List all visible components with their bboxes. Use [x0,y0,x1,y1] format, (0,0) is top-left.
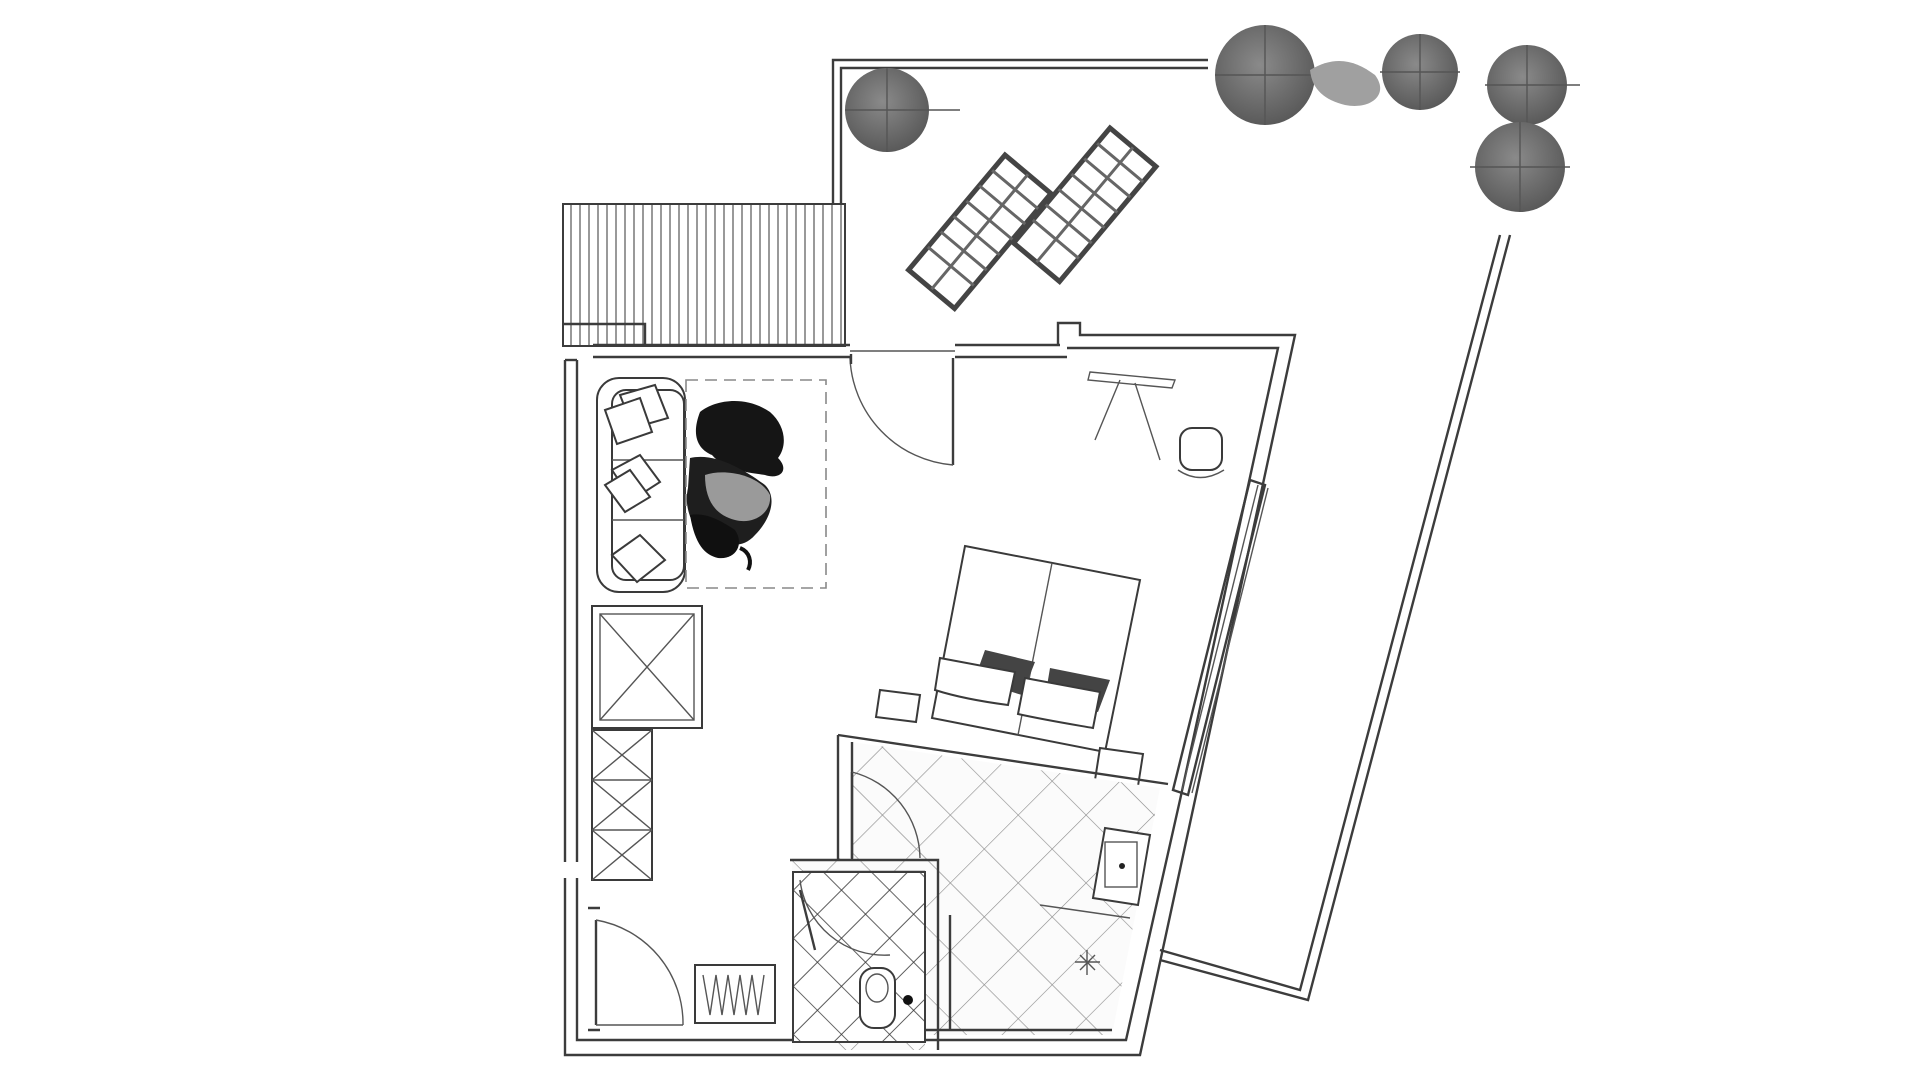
wc-door[interactable] [798,879,891,956]
wardrobe [591,605,703,729]
bathroom-door[interactable] [850,771,921,859]
potted-trees [845,25,1580,212]
double-bed [930,544,1142,754]
terrace-door[interactable] [849,354,955,466]
toilet [859,967,913,1029]
shelving [591,729,653,881]
entrance-door[interactable] [588,906,684,1032]
terrace [831,58,1512,1002]
desk-chair [1177,427,1225,479]
shower-door[interactable] [948,904,1131,1030]
bedside-tables [874,688,1145,788]
balcony-railing [562,203,846,347]
shower-drain [1075,950,1100,975]
desk [1087,371,1176,461]
washbasin [1091,826,1152,907]
cowhide-rug [685,379,827,589]
shoe-rack [694,964,776,1024]
sun-loungers [905,124,1160,312]
sofa [596,377,686,593]
exterior-walls [563,321,1297,1057]
wc [792,871,926,1043]
